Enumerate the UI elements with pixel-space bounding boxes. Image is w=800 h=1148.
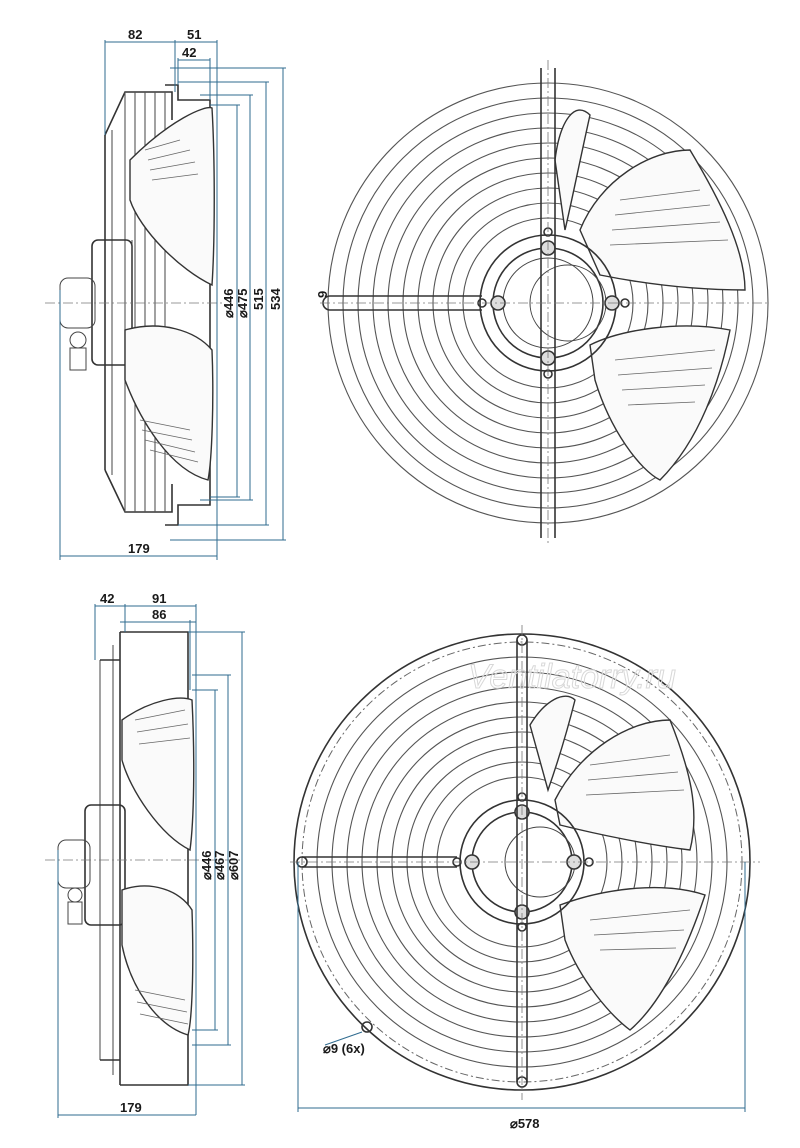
dim-179: 179 [120, 1100, 142, 1115]
dim-86: 86 [152, 607, 166, 622]
dim-91: 91 [152, 591, 166, 606]
dim-607: ⌀607 [226, 850, 241, 880]
dim-9: 9 [315, 291, 330, 298]
dim-475: ⌀475 [235, 288, 250, 318]
dim-446: ⌀446 [221, 288, 236, 318]
dim-446: ⌀446 [199, 850, 214, 880]
dim-51: 51 [187, 27, 201, 42]
dim-534: 534 [268, 288, 283, 310]
dim-9x6: ⌀9 (6x) [323, 1041, 365, 1056]
dim-515: 515 [251, 288, 266, 310]
dim-42: 42 [182, 45, 196, 60]
top-side-view: 82 51 42 ⌀446 ⌀475 515 534 179 [45, 27, 286, 560]
top-front-view: 9 [315, 60, 770, 545]
dim-467: ⌀467 [212, 850, 227, 880]
dim-578: ⌀578 [510, 1116, 540, 1131]
dim-82: 82 [128, 27, 142, 42]
bottom-side-view: 42 91 86 ⌀446 ⌀467 ⌀607 179 [45, 591, 245, 1118]
dim-179: 179 [128, 541, 150, 556]
watermark: Ventilatorry.ru [468, 658, 676, 696]
bottom-front-view: Ventilatorry.ru ⌀9 (6x) ⌀578 [290, 625, 760, 1131]
dim-42: 42 [100, 591, 114, 606]
